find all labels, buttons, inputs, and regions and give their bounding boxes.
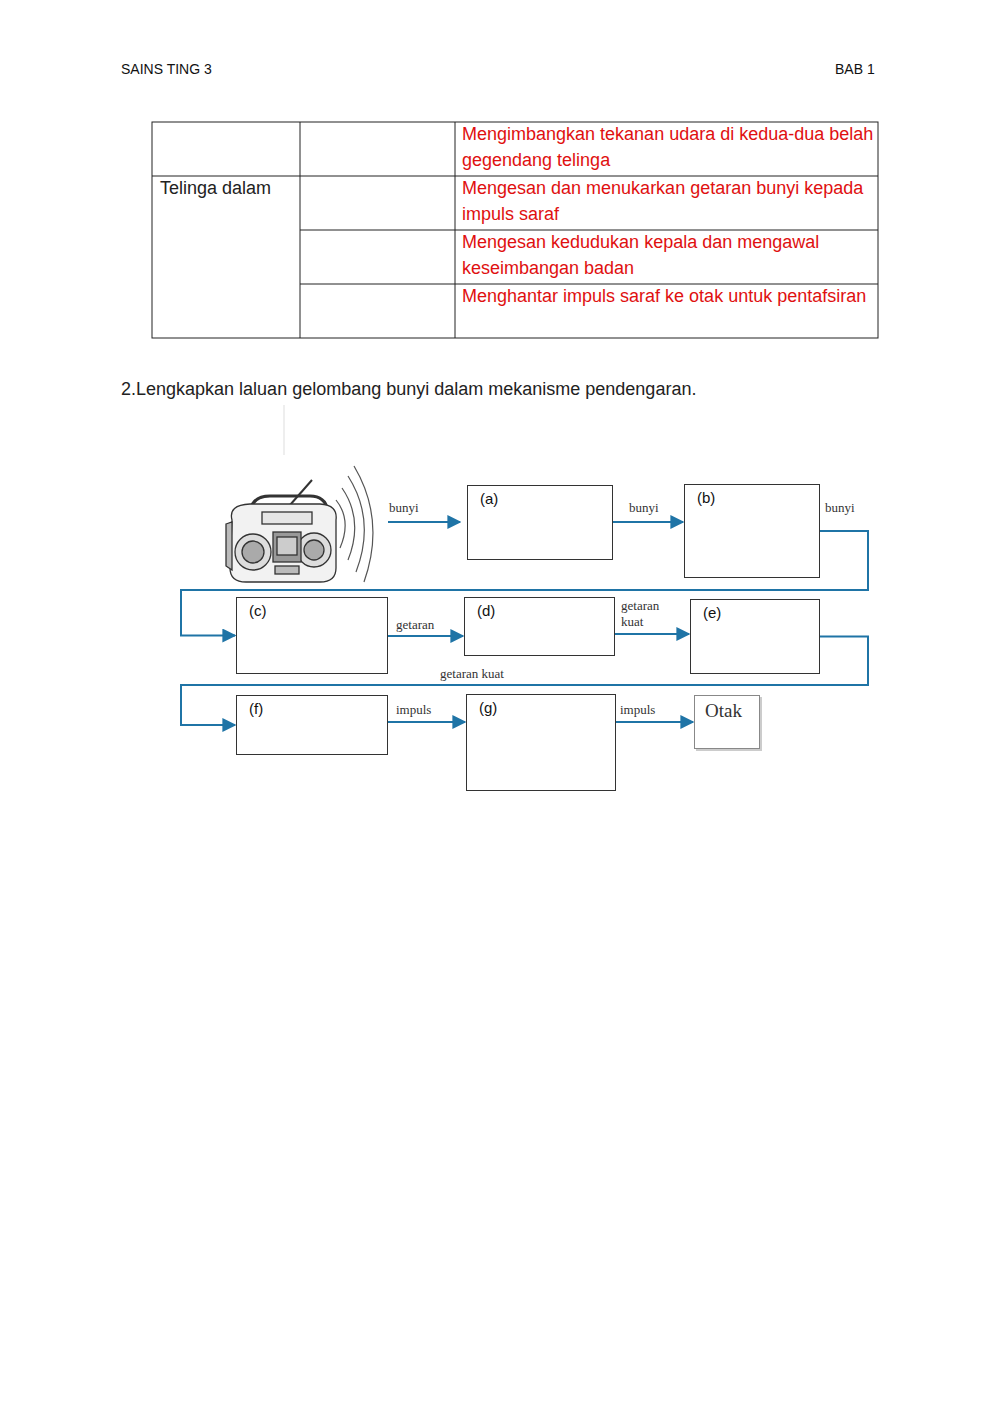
sound-arrow bbox=[388, 521, 460, 523]
table-rule bbox=[300, 230, 878, 231]
box-label: (f) bbox=[237, 696, 263, 717]
arrow-label: impuls bbox=[620, 702, 670, 718]
box-label: (g) bbox=[467, 695, 497, 716]
flow-arrow bbox=[613, 521, 683, 523]
box-label: (e) bbox=[691, 600, 721, 621]
radio-speaker bbox=[235, 534, 271, 570]
answer-box: (f) bbox=[236, 695, 388, 755]
page-header: SAINS TING 3 bbox=[121, 61, 321, 77]
radio-screen bbox=[277, 537, 297, 555]
box-label: (d) bbox=[465, 598, 495, 619]
page-header: BAB 1 bbox=[835, 61, 895, 77]
table-rule bbox=[300, 284, 878, 285]
table-cell: Mengesan kedudukan kepala dan mengawal k… bbox=[462, 229, 874, 281]
brain-box: Otak bbox=[694, 695, 760, 749]
box-label: (b) bbox=[685, 485, 715, 506]
radio-speaker bbox=[297, 533, 331, 567]
table-cell: Telinga dalam bbox=[160, 175, 296, 201]
arrow-label: getaran kuat bbox=[621, 598, 679, 630]
arrow-label: getaran kuat bbox=[440, 666, 540, 682]
answer-box: (e) bbox=[690, 599, 820, 674]
flow-arrow bbox=[388, 721, 465, 723]
radio-antenna bbox=[290, 480, 312, 505]
scan-artifact bbox=[284, 405, 285, 455]
arrow-label: getaran bbox=[396, 617, 456, 633]
radio-buttons bbox=[262, 512, 312, 524]
radio-illustration bbox=[226, 466, 373, 582]
answer-box: (g) bbox=[466, 694, 616, 791]
box-label: (a) bbox=[468, 486, 498, 507]
sound-waves bbox=[336, 466, 373, 582]
radio-body bbox=[230, 504, 336, 582]
radio-speaker bbox=[242, 541, 264, 563]
answer-box: (d) bbox=[464, 597, 615, 656]
flow-arrow bbox=[615, 633, 689, 635]
radio-speaker bbox=[304, 540, 324, 560]
radio-display bbox=[273, 532, 301, 562]
radio-tape bbox=[275, 566, 299, 574]
table-border bbox=[152, 122, 878, 338]
radio-side bbox=[226, 522, 232, 570]
table-cell: Mengesan dan menukarkan getaran bunyi ke… bbox=[462, 175, 874, 227]
flow-arrow bbox=[616, 721, 693, 723]
box-label: (c) bbox=[237, 598, 267, 619]
table-rule bbox=[152, 176, 878, 177]
arrow-label: bunyi bbox=[629, 500, 679, 516]
flow-arrow bbox=[388, 635, 463, 637]
table-cell: Mengimbangkan tekanan udara di kedua-dua… bbox=[462, 121, 874, 173]
answer-box: (c) bbox=[236, 597, 388, 674]
answer-box: (b) bbox=[684, 484, 820, 578]
arrow-label: impuls bbox=[396, 702, 446, 718]
arrow-label: bunyi bbox=[825, 500, 875, 516]
question-heading: 2.Lengkapkan laluan gelombang bunyi dala… bbox=[121, 379, 981, 400]
table-cell: Menghantar impuls saraf ke otak untuk pe… bbox=[462, 283, 874, 309]
answer-box: (a) bbox=[467, 485, 613, 560]
table-grid bbox=[152, 122, 878, 338]
arrow-label: bunyi bbox=[389, 500, 449, 516]
box-label: Otak bbox=[695, 696, 742, 722]
